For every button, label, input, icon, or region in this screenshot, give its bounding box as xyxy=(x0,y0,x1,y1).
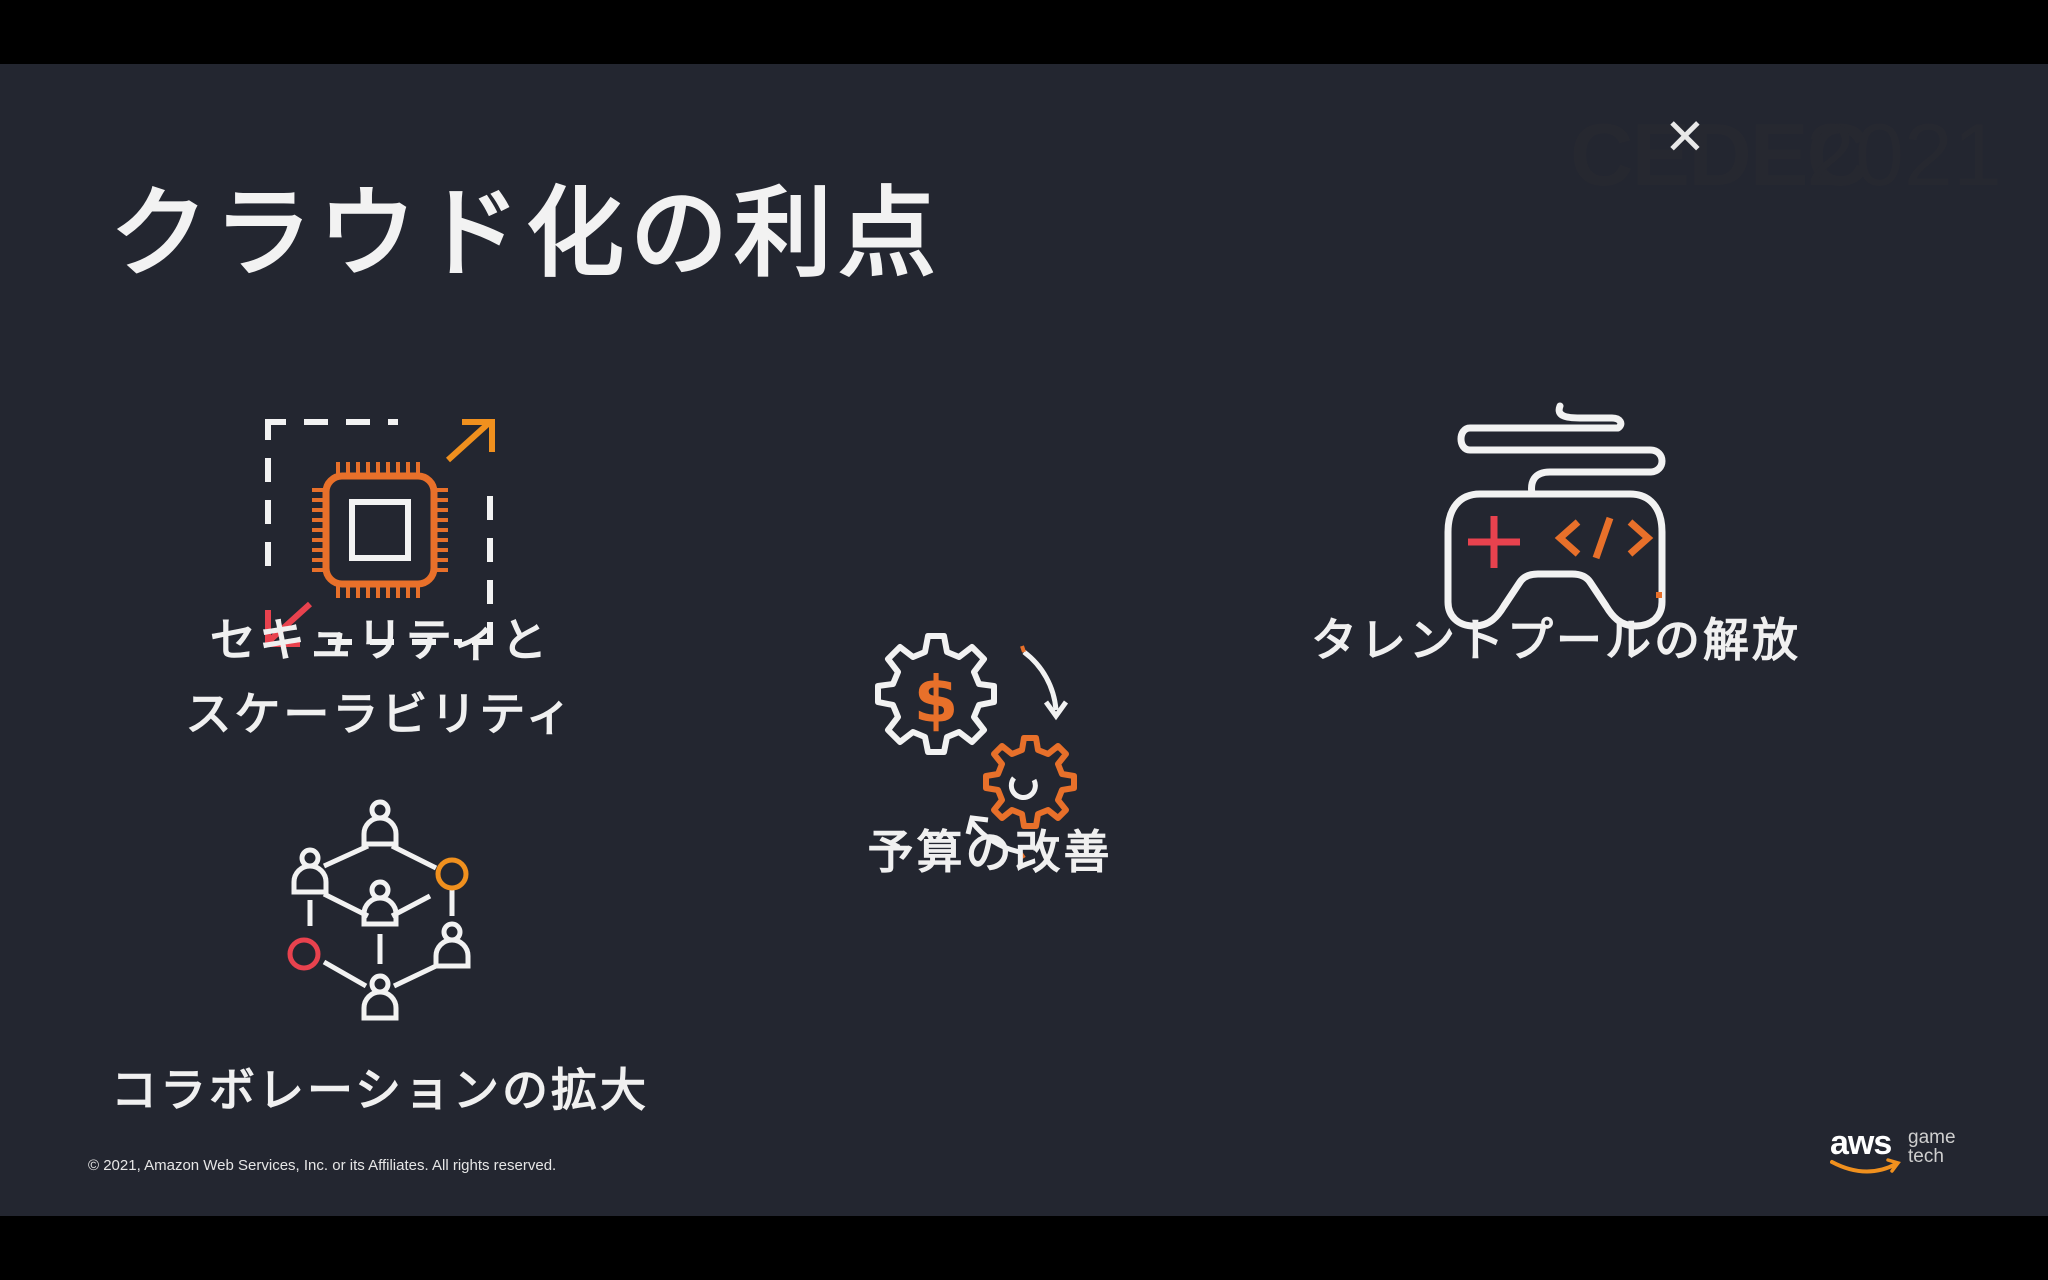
item-label-talent: タレントプールの解放 xyxy=(1311,613,1801,667)
collaboration-network-icon xyxy=(287,799,471,1021)
svg-text:$: $ xyxy=(914,664,959,738)
slide: CEDEC 2021 ✕ クラウド化の利点 セキュリティと スケーラビリティ xyxy=(0,64,2048,1216)
aws-smile-icon xyxy=(1830,1158,1901,1174)
item-label-security-line2: スケーラビリティ xyxy=(185,687,575,741)
aws-logo-word: aws xyxy=(1830,1124,1892,1162)
aws-logo-sub-line2: tech xyxy=(1908,1146,1944,1167)
cedec-logo-year: 2021 xyxy=(1806,105,2002,204)
aws-logo-sub-line1: game xyxy=(1908,1127,1956,1148)
cedec-logo-word: CEDEC xyxy=(1570,105,1870,204)
aws-logo-sub: game tech xyxy=(1908,1128,1956,1166)
slide-title: クラウド化の利点 xyxy=(110,177,943,291)
game-controller-code-icon xyxy=(1444,402,1666,630)
chip-scale-icon xyxy=(265,419,495,647)
item-label-collaboration: コラボレーションの拡大 xyxy=(110,1063,650,1117)
aws-gametech-logo: aws game tech xyxy=(1826,1124,1966,1180)
item-label-security-line1: セキュリティと xyxy=(209,613,551,667)
cedec-2021-logo: CEDEC 2021 xyxy=(1570,94,2020,204)
close-button[interactable]: ✕ xyxy=(1664,108,1706,166)
dollar-gears-icon: $ xyxy=(875,633,1077,860)
copyright-text: © 2021, Amazon Web Services, Inc. or its… xyxy=(88,1157,557,1174)
item-label-budget: 予算の改善 xyxy=(867,825,1113,879)
